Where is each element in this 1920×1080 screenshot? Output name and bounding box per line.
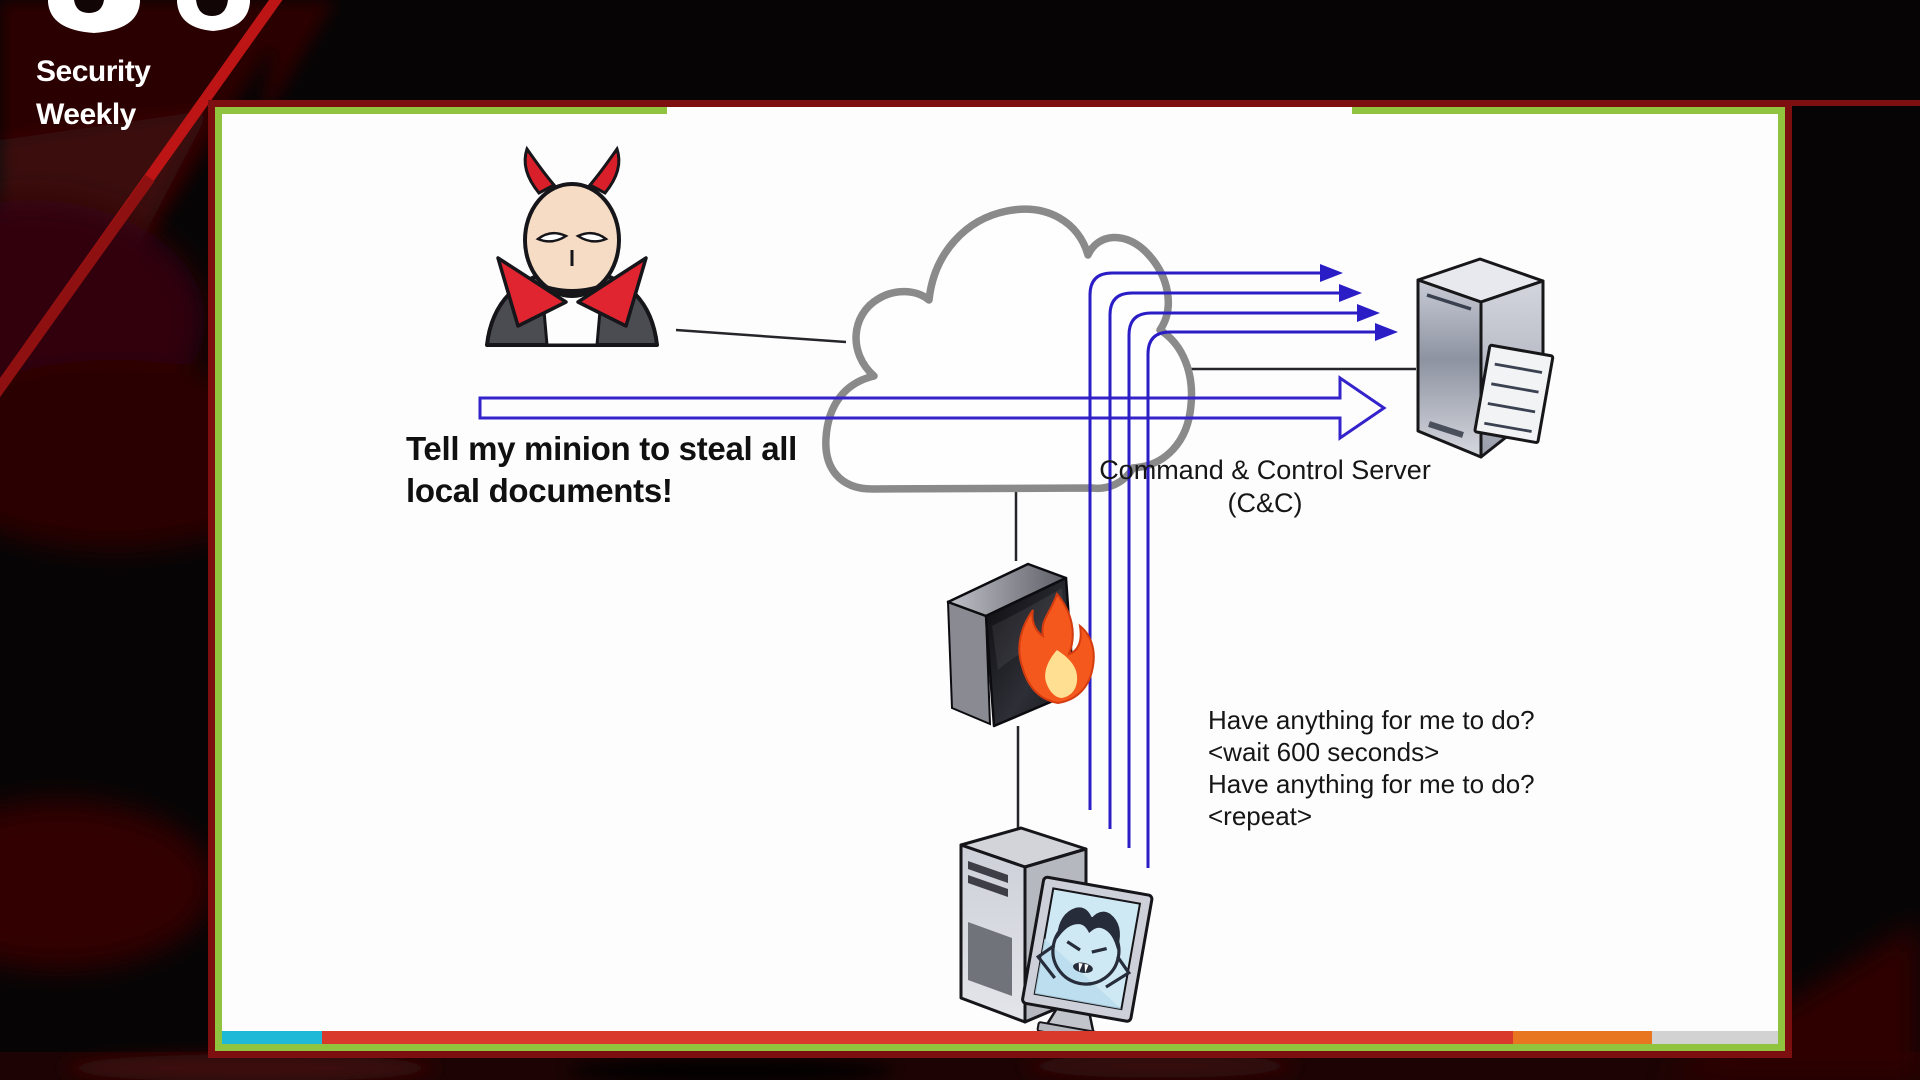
firewall-icon (946, 562, 1095, 728)
background-red-stripe (0, 0, 283, 398)
strip-gray-segment (1652, 1031, 1778, 1044)
logo-letter-remnants (48, 0, 250, 33)
beacon-arrow-4 (1146, 330, 1377, 868)
slide-bottom-color-strip (222, 1031, 1778, 1044)
beacon-arrows (1088, 271, 1377, 868)
tower-slot-2 (968, 875, 1008, 897)
top-maroon-line-extension (1792, 100, 1920, 106)
attacker-message-line2: local documents! (406, 472, 673, 509)
command-arrow (478, 375, 1387, 441)
devil-horn-right (587, 145, 621, 195)
tower-slot-1 (968, 861, 1008, 883)
server-label-line1: Command & Control Server (1099, 455, 1431, 485)
screen-sheen (1034, 938, 1122, 1010)
tower-vent (968, 922, 1012, 996)
beacon-arrowheads (1320, 264, 1398, 341)
beacon-arrow-2 (1108, 291, 1341, 829)
server-label-line2: (C&C) (1227, 488, 1303, 518)
devil-grin (535, 281, 609, 297)
devil-collar-right (576, 256, 648, 328)
strip-cyan-segment (222, 1031, 322, 1044)
connector-lines (675, 328, 1416, 836)
c2-diagram (478, 145, 1555, 1044)
devil-eye-left (535, 231, 569, 243)
beacon-line4: <repeat> (1208, 801, 1313, 831)
strip-orange-segment (1513, 1031, 1652, 1044)
attacker-message-text: Tell my minion to steal all local docume… (406, 428, 797, 512)
beacon-line2: <wait 600 seconds> (1208, 737, 1440, 767)
server-label: Command & Control Server (C&C) (1040, 454, 1490, 520)
presentation-slide: Tell my minion to steal all local docume… (208, 100, 1792, 1058)
beacon-arrow-1 (1088, 271, 1322, 810)
devil-horn-left (523, 145, 557, 195)
devil-eye-right (575, 231, 609, 243)
flame-core (1045, 650, 1078, 698)
devil-collar-left (496, 256, 568, 328)
attacker-cloud-link (675, 328, 847, 344)
top-border-white-gap (667, 107, 1352, 114)
devil-attacker-icon (485, 145, 659, 347)
slide-canvas: Tell my minion to steal all local docume… (222, 114, 1778, 1044)
cc-server-icon (1416, 257, 1555, 459)
security-weekly-wordmark: Security Weekly (36, 50, 151, 136)
wordmark-line2: Weekly (36, 98, 136, 131)
vampire-malware-icon (1035, 907, 1132, 989)
strip-red-segment (322, 1031, 1513, 1044)
internet-cloud-icon (822, 205, 1196, 493)
wordmark-line1: Security (36, 55, 151, 88)
beacon-line1: Have anything for me to do? (1208, 705, 1535, 735)
attacker-message-line1: Tell my minion to steal all (406, 430, 798, 467)
infected-computer-icon (959, 826, 1154, 1044)
server-document (1473, 343, 1555, 444)
server-drive-slot (1428, 421, 1464, 438)
slide-green-border: Tell my minion to steal all local docume… (215, 107, 1785, 1051)
server-vent-slot (1426, 293, 1472, 311)
beacon-line3: Have anything for me to do? (1208, 769, 1535, 799)
beacon-arrow-3 (1127, 311, 1359, 848)
monitor (1021, 875, 1154, 1044)
firewall-left-face (946, 600, 992, 726)
beacon-message-text: Have anything for me to do? <wait 600 se… (1208, 704, 1535, 832)
